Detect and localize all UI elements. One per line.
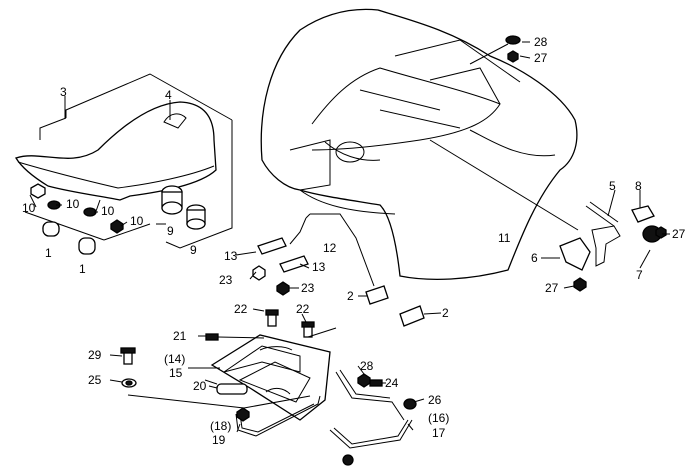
- callout-15: 15: [169, 366, 183, 380]
- callout-9b: 9: [190, 243, 197, 257]
- callout-27c: 27: [545, 281, 559, 295]
- callout-23b: 23: [301, 281, 315, 295]
- callout-labels: 3 4 10 10 10 10 1 1 9 9 28 27 11 12 13 1…: [22, 35, 686, 447]
- callout-10d: 10: [130, 214, 144, 228]
- callout-4: 4: [165, 88, 172, 102]
- seat-bracket-lines: [24, 73, 233, 249]
- callout-1b: 1: [79, 262, 86, 276]
- callout-2a: 2: [347, 289, 354, 303]
- callout-12: 12: [323, 241, 337, 255]
- callout-26: 26: [428, 393, 442, 407]
- callout-10b: 10: [66, 197, 80, 211]
- carrier-bracket: [127, 334, 331, 421]
- leader-lines: [29, 41, 670, 433]
- fasteners: [120, 265, 383, 388]
- callout-17: 17: [432, 426, 446, 440]
- callout-14: (14): [164, 352, 185, 366]
- callout-11: 11: [498, 231, 511, 245]
- callout-7: 7: [636, 268, 643, 282]
- callout-8: 8: [635, 179, 642, 193]
- callout-3: 3: [60, 85, 67, 99]
- callout-9a: 9: [167, 224, 174, 238]
- callout-13b: 13: [312, 260, 326, 274]
- seat-assembly: [15, 101, 217, 215]
- latch-assembly: [559, 201, 667, 292]
- top-hardware: [505, 35, 521, 63]
- callout-28a: 28: [534, 35, 548, 49]
- callout-6: 6: [531, 251, 538, 265]
- callout-29: 29: [88, 348, 102, 362]
- callout-27b: 27: [672, 227, 686, 241]
- callout-1a: 1: [45, 246, 52, 260]
- callout-16: (16): [428, 411, 449, 425]
- callout-25: 25: [88, 373, 102, 387]
- lower-rods: [235, 369, 417, 466]
- seat-hardware: [30, 183, 206, 255]
- callout-10c: 10: [101, 204, 115, 218]
- callout-20: 20: [193, 379, 207, 393]
- callout-5: 5: [609, 179, 616, 193]
- callout-21: 21: [173, 329, 187, 343]
- callout-19: 19: [212, 433, 226, 447]
- callout-18: (18): [210, 419, 231, 433]
- callout-10a: 10: [22, 201, 36, 215]
- callout-22a: 22: [234, 302, 248, 316]
- callout-24: 24: [385, 376, 399, 390]
- rear-fender: [260, 8, 579, 281]
- fender-stay: [257, 213, 425, 327]
- callout-22b: 22: [296, 302, 310, 316]
- callout-2b: 2: [442, 306, 449, 320]
- callout-28b: 28: [360, 359, 374, 373]
- callout-23a: 23: [219, 273, 233, 287]
- callout-27a: 27: [534, 51, 548, 65]
- callout-13a: 13: [224, 249, 238, 263]
